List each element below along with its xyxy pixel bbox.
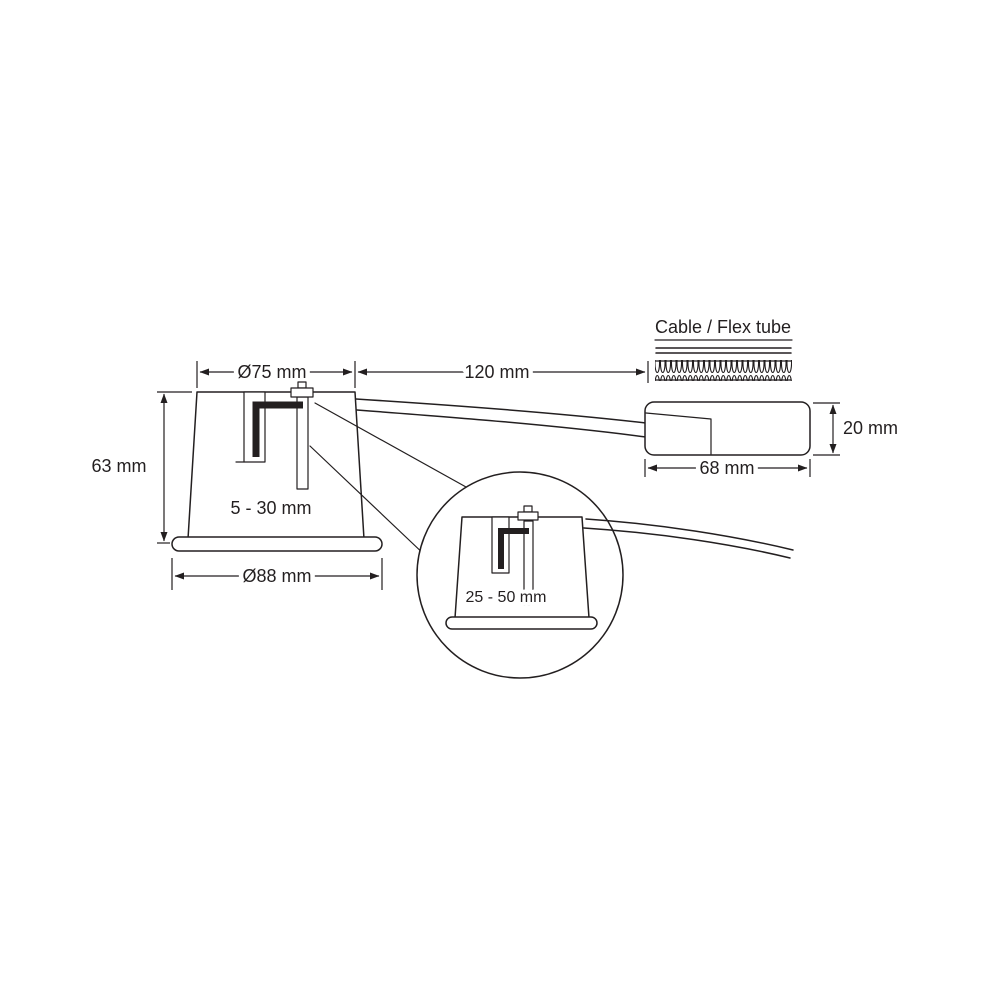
main-cable [355,398,647,438]
screw-head [290,387,314,398]
straight-cable-graphic [655,347,792,354]
detail-adjustment-screw [523,520,534,606]
cable-flex-label: Cable / Flex tube [655,317,791,337]
driver-box [644,401,811,456]
driver-height-label: 20 mm [843,418,898,438]
main-fixture: 5 - 30 mm [171,381,383,552]
top-diameter-label: Ø75 mm [237,362,306,382]
flex-tube-graphic [655,360,792,381]
detail-leader-lines [309,402,476,559]
cable-length-label: 120 mm [464,362,529,382]
dim-top-diameter: Ø75 mm [196,358,356,388]
detail-mounting-bracket [498,528,529,569]
fixture-flange [171,536,383,552]
screw-knob [297,381,307,389]
driver-width-label: 68 mm [699,458,754,478]
driver-box-outline [644,401,811,456]
detail-screw-knob [523,505,533,513]
detail-screw-head [517,511,539,521]
detail-cable [583,518,794,559]
dim-height: 63 mm [87,391,192,544]
driver-box-lid-line [645,412,712,455]
detail-circle: 25 - 50 mm [416,471,794,679]
cable-flex-legend: Cable / Flex tube [650,313,796,381]
dim-flange-diameter: Ø88 mm [171,558,383,591]
detail-fixture [445,505,598,630]
adjust-main-label: 5 - 30 mm [230,498,311,518]
detail-fixture-flange [445,616,598,630]
dim-cable-length: 120 mm [357,358,649,387]
flange-diameter-label: Ø88 mm [242,566,311,586]
height-label: 63 mm [91,456,146,476]
dim-driver-width: 68 mm [644,454,811,483]
adjust-detail-label: 25 - 50 mm [466,589,547,606]
mounting-bracket [252,401,303,457]
dim-driver-height: 20 mm [813,402,903,456]
